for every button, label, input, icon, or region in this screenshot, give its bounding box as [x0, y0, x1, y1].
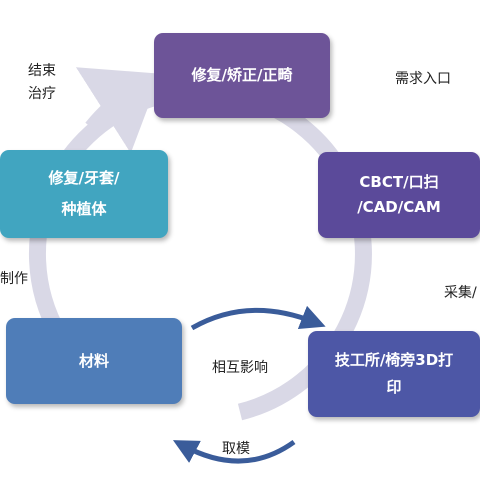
label-mutual-influence: 相互影响: [212, 360, 268, 376]
node-restoration-aligner-implant: 修复/牙套/ 种植体: [0, 150, 168, 238]
mutual-arrow-icon: [190, 305, 326, 331]
label-end-treatment: 结束 治疗: [28, 60, 56, 106]
label-take-impression: 取模: [222, 441, 250, 457]
node-text: CBCT/口扫: [359, 172, 439, 191]
take-impression-arrow-icon: [172, 439, 296, 464]
label-need-entry: 需求入口: [395, 71, 451, 87]
node-text: 材料: [78, 351, 109, 370]
label-make: 制作: [0, 271, 28, 287]
node-text: /CAD/CAM: [357, 198, 441, 216]
node-material: 材料: [6, 318, 182, 404]
node-text: 印: [386, 378, 402, 396]
node-cbct-scan-cad-cam: CBCT/口扫 /CAD/CAM: [318, 152, 480, 238]
label-collect: 采集/: [444, 285, 477, 301]
node-restoration-orthodontics: 修复/矫正/正畸: [154, 33, 330, 118]
node-text: 技工所/椅旁3D打: [334, 351, 454, 369]
label-line: 治疗: [28, 86, 56, 103]
node-text: 修复/矫正/正畸: [191, 66, 293, 85]
node-text: 种植体: [61, 200, 107, 218]
node-lab-chairside-3d-print: 技工所/椅旁3D打 印: [308, 331, 480, 417]
node-text: 修复/牙套/: [48, 168, 120, 187]
cycle-arrow-top-left: [75, 67, 161, 154]
label-line: 结束: [28, 63, 56, 79]
